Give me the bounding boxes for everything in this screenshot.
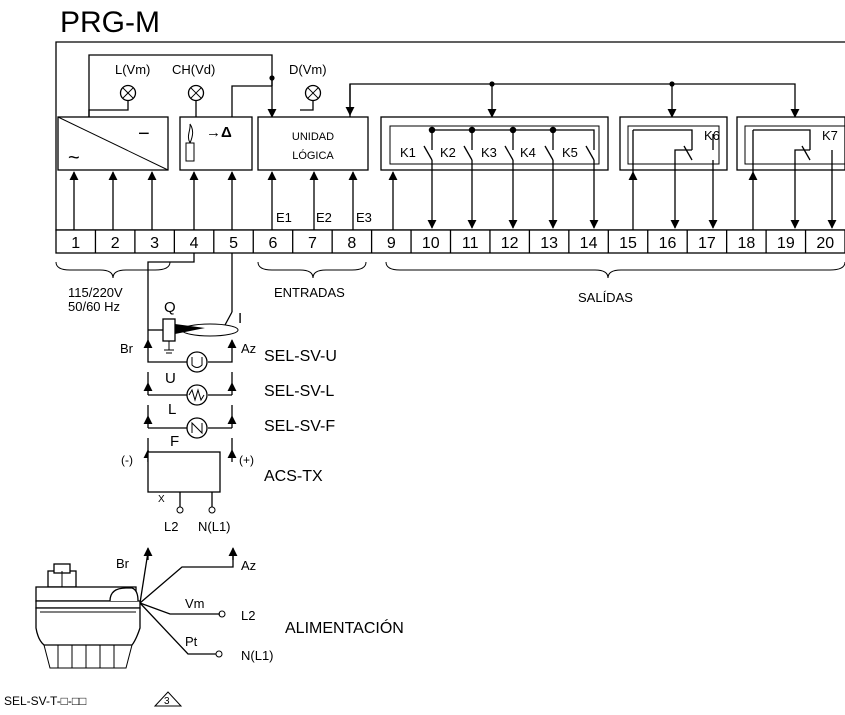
logic-label-2: LÓGICA — [292, 149, 334, 162]
brace-outputs — [385, 261, 845, 279]
supply-minus: − — [138, 123, 150, 145]
note-triangle: 3 — [153, 691, 183, 707]
relay-block-k7 — [736, 116, 845, 171]
acs-x: X — [158, 494, 165, 505]
f-label: F — [170, 433, 179, 450]
terminal-12: 12 — [501, 235, 519, 252]
sel-sv-l: SEL-SV-L — [264, 383, 334, 400]
note-number: 3 — [164, 696, 170, 707]
acs-label: ACS-TX — [264, 468, 323, 485]
terminal-13: 13 — [540, 235, 558, 252]
terminal-3: 3 — [150, 235, 159, 252]
q-label: Q — [164, 299, 176, 316]
i-label: I — [238, 310, 242, 327]
relay-k6: K6 — [704, 128, 720, 143]
l-label: L — [168, 401, 176, 418]
supply-ac: ~ — [68, 147, 80, 169]
terminal-4: 4 — [190, 235, 199, 252]
dev-n: N(L1) — [241, 648, 274, 663]
dev-l2: L2 — [241, 608, 255, 623]
lamp-d: D(Vm) — [289, 62, 327, 111]
relay-k1: K1 — [400, 145, 416, 160]
supply-label: ALIMENTACIÓN — [285, 618, 404, 637]
u-label: U — [165, 370, 176, 387]
device-model: SEL-SV-T-□-□□ — [4, 694, 86, 708]
acs-l2: L2 — [164, 519, 178, 534]
terminal-15: 15 — [619, 235, 637, 252]
terminal-20: 20 — [816, 235, 834, 252]
acs-n: N(L1) — [198, 519, 231, 534]
lamp-l-label: L(Vm) — [115, 62, 150, 77]
logic-label-1: UNIDAD — [292, 131, 334, 143]
dev-br: Br — [116, 556, 130, 571]
acs-minus: (-) — [121, 453, 133, 467]
outputs-label: SALÍDAS — [578, 290, 633, 305]
lamp-ch: CH(Vd) — [172, 62, 215, 117]
dev-pt: Pt — [185, 634, 198, 649]
lamp-d-label: D(Vm) — [289, 62, 327, 77]
input-e1: E1 — [276, 210, 292, 225]
terminal-14: 14 — [580, 235, 598, 252]
relay-block-k1-k5 — [380, 116, 609, 171]
relay-k4: K4 — [520, 145, 536, 160]
flame-arrow-symbol: →Δ — [206, 124, 232, 141]
brace-power — [55, 261, 171, 279]
dev-az: Az — [241, 558, 256, 573]
input-e3: E3 — [356, 210, 372, 225]
brace-inputs — [257, 261, 367, 279]
terminal-connections — [69, 130, 837, 230]
acs-tx-block — [147, 451, 221, 514]
terminal-1: 1 — [71, 235, 80, 252]
flame-detector-block: →Δ — [179, 116, 253, 171]
az-label: Az — [241, 341, 256, 356]
terminal-10: 10 — [422, 235, 440, 252]
terminal-7: 7 — [308, 235, 317, 252]
sensor-device-drawing — [35, 563, 141, 669]
terminal-9: 9 — [387, 235, 396, 252]
dev-vm: Vm — [185, 596, 205, 611]
logic-unit-block: UNIDAD LÓGICA — [257, 116, 369, 171]
lamp-l: L(Vm) — [88, 62, 150, 117]
relay-contacts — [423, 126, 811, 161]
input-e2: E2 — [316, 210, 332, 225]
relay-k2: K2 — [440, 145, 456, 160]
lamp-ch-label: CH(Vd) — [172, 62, 215, 77]
power-rating-2: 50/60 Hz — [68, 299, 120, 314]
terminal-18: 18 — [737, 235, 755, 252]
q-photocell: Q I — [148, 299, 242, 354]
terminal-11: 11 — [462, 235, 479, 252]
relay-k5: K5 — [562, 145, 578, 160]
br-label: Br — [120, 341, 134, 356]
terminal-16: 16 — [659, 235, 677, 252]
terminal-2: 2 — [111, 235, 120, 252]
device-wiring — [139, 547, 238, 658]
sensor-l-icon — [186, 384, 208, 406]
relay-block-k6 — [619, 116, 728, 171]
sensor-u-icon — [186, 351, 208, 373]
terminal-8: 8 — [347, 235, 356, 252]
power-rating-1: 115/220V — [68, 285, 123, 300]
sensor-wiring — [143, 253, 237, 462]
terminal-5: 5 — [229, 235, 238, 252]
sensor-f-icon — [186, 417, 208, 439]
relay-k3: K3 — [481, 145, 497, 160]
terminal-17: 17 — [698, 235, 716, 252]
terminal-19: 19 — [777, 235, 795, 252]
acs-plus: (+) — [239, 453, 254, 467]
sel-sv-f: SEL-SV-F — [264, 418, 335, 435]
diagram-title: PRG-M — [60, 6, 160, 39]
sel-sv-u: SEL-SV-U — [264, 348, 337, 365]
relay-k7: K7 — [822, 128, 838, 143]
inputs-label: ENTRADAS — [274, 285, 345, 300]
logic-output-bus — [349, 83, 800, 118]
power-supply-block: − ~ — [57, 116, 169, 171]
terminal-6: 6 — [269, 235, 278, 252]
